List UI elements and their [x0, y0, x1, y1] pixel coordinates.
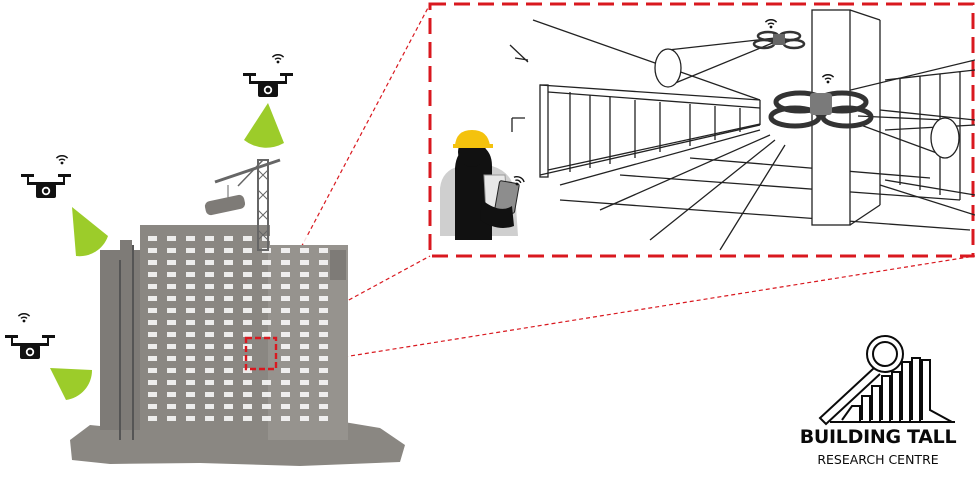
logo-title: BUILDING TALL: [797, 426, 959, 448]
building-tall-logo-mark: [820, 336, 955, 424]
camera-drone-icon-left: [21, 174, 71, 198]
camera-drone-icon-bottom: [5, 335, 55, 359]
logo-subtitle: RESEARCH CENTRE: [797, 452, 959, 467]
camera-drone-icon-top: [243, 73, 293, 97]
building-under-construction: [100, 225, 348, 440]
crane-load: [204, 194, 246, 216]
wifi-icon-drone-left: [56, 156, 67, 165]
wifi-icon-drone-bottom: [18, 314, 29, 323]
wifi-icon-drone-top: [272, 55, 283, 64]
